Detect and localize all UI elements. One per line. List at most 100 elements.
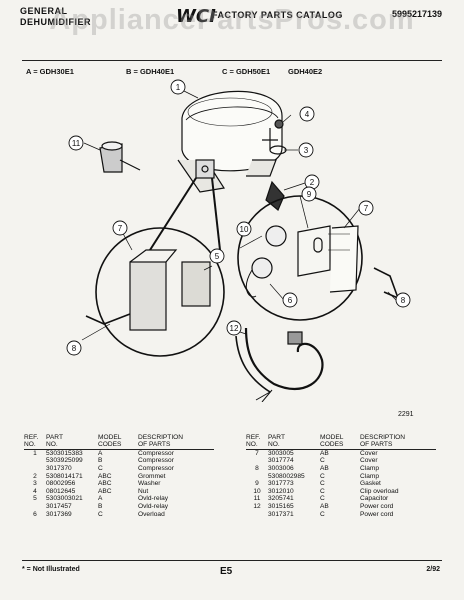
model-code-cell: C [320, 480, 325, 488]
col-ref: REF.NO. [24, 434, 46, 450]
not-illustrated-note: * = Not Illustrated [22, 566, 80, 573]
description-cell: Cover [360, 449, 378, 457]
part-number-cell: 3017457 [46, 502, 72, 510]
ref-cell: 4 [33, 487, 37, 495]
page-header: GENERAL DEHUMIDIFIER WCI FACTORY PARTS C… [0, 0, 464, 44]
revision-date: 2/92 [426, 566, 440, 573]
callout-9: 9 [301, 186, 317, 202]
svg-text:5: 5 [215, 252, 220, 261]
ref-cell: 12 [253, 502, 261, 510]
part-number-cell: 3012010 [268, 487, 294, 495]
description-cell: Gasket [360, 480, 381, 488]
footer-rule [22, 560, 442, 561]
model-code-cell: C [98, 510, 103, 518]
callout-4: 4 [299, 106, 315, 122]
ref-cell: 2 [33, 472, 37, 480]
svg-text:3: 3 [304, 146, 309, 155]
svg-text:9: 9 [307, 190, 312, 199]
description-cell: Ovld-relay [138, 502, 169, 510]
part-number-cell: 08012645 [46, 487, 76, 495]
part-number-cell: 5308014171 [46, 472, 83, 480]
part-number-cell: 08002956 [46, 480, 76, 488]
callout-7-left: 7 [112, 220, 128, 236]
ref-cell [24, 457, 46, 465]
ref-cell [24, 503, 46, 511]
part-number-cell: 3003006 [268, 465, 294, 472]
callout-3: 3 [298, 142, 314, 158]
description-cell: Power cord [360, 510, 394, 518]
model-code-cell: B [98, 457, 103, 465]
description-cell: Cover [360, 457, 378, 465]
brand-name: GENERAL DEHUMIDIFIER [20, 6, 91, 28]
svg-text:7: 7 [364, 204, 369, 213]
ref-cell [246, 457, 268, 465]
catalog-title: FACTORY PARTS CATALOG [212, 10, 343, 20]
exploded-parts-diagram: 1 2 3 4 5 6 7 7 8 8 9 10 11 12 [66, 79, 411, 402]
ref-cell [24, 465, 46, 473]
description-cell: Grommet [138, 472, 166, 480]
description-cell: Clamp [360, 465, 380, 472]
part-number-cell: 5303003021 [46, 495, 83, 503]
ref-cell: 5 [33, 495, 37, 503]
model-b: B = GDH40E1 [126, 67, 175, 76]
description-cell: Ovld-relay [138, 495, 169, 503]
svg-text:8: 8 [72, 344, 77, 353]
ref-cell [246, 511, 268, 519]
part-number-cell: 3017773 [268, 480, 294, 488]
figure-number: 2291 [398, 411, 414, 418]
description-cell: Capacitor [360, 495, 389, 503]
callout-12: 12 [226, 320, 242, 336]
callout-7-right: 7 [358, 200, 374, 216]
brand-line-1: GENERAL [20, 6, 68, 16]
header-rule [22, 60, 442, 61]
model-a: A = GDH30E1 [26, 67, 74, 76]
svg-text:10: 10 [240, 225, 249, 234]
model-code-cell: AB [320, 502, 329, 510]
ref-cell: 11 [253, 495, 261, 503]
ref-cell: 6 [33, 510, 37, 518]
svg-text:12: 12 [230, 324, 239, 333]
callout-5: 5 [209, 248, 225, 264]
svg-text:11: 11 [72, 139, 81, 148]
model-code-cell: AB [320, 449, 329, 457]
ref-cell: 7 [255, 449, 259, 457]
model-code-cell: A [98, 449, 103, 457]
part-number-cell: 3205741 [268, 495, 294, 503]
catalog-number: 5995217139 [391, 9, 442, 19]
brand-line-2: DEHUMIDIFIER [20, 17, 91, 27]
ref-cell: 8 [255, 465, 259, 472]
callout-8-left: 8 [66, 340, 82, 356]
ref-cell: 10 [253, 487, 261, 495]
part-number-cell: 3015165 [268, 502, 294, 510]
description-cell: Nut [138, 487, 149, 495]
description-cell: Compressor [138, 465, 174, 472]
svg-text:8: 8 [401, 296, 406, 305]
model-c: C = GDH50E1 [222, 67, 271, 76]
callout-10: 10 [236, 221, 252, 237]
part-number-cell: 3017371 [268, 510, 294, 518]
description-cell: Overload [138, 510, 165, 518]
model-code-cell: ABC [98, 480, 112, 488]
wci-logo: WCI [176, 6, 216, 27]
part-number-cell: 3017370 [46, 465, 72, 472]
model-d: GDH40E2 [288, 67, 323, 76]
